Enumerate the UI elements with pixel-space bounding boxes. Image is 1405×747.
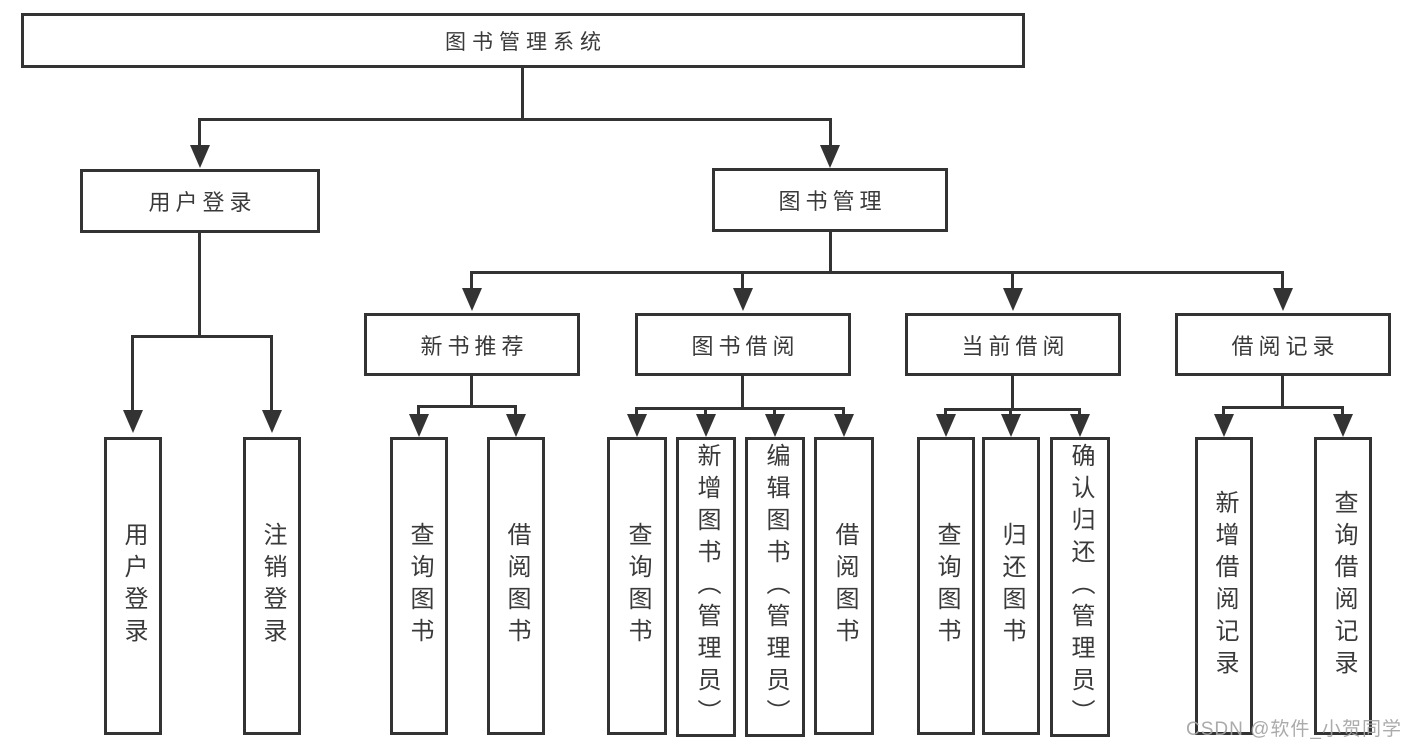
connector-line (842, 407, 845, 416)
leaf-current-confirm-return-admin: 确认归还（管理员） (1050, 437, 1110, 737)
connector-line (1281, 376, 1284, 408)
arrowhead-icon (627, 414, 647, 437)
leaf-borrow-add-book-admin-label: 新增图书（管理员） (693, 443, 720, 731)
leaf-logout: 注销登录 (243, 437, 301, 735)
arrowhead-icon (1273, 288, 1293, 311)
leaf-current-return-book-label: 归还图书 (998, 522, 1025, 650)
connector-line (829, 118, 832, 147)
connector-line (270, 335, 273, 411)
connector-line (1009, 408, 1012, 416)
leaf-borrow-edit-book-admin: 编辑图书（管理员） (745, 437, 805, 737)
connector-line (470, 376, 473, 407)
leaf-newbook-query-book: 查询图书 (390, 437, 448, 735)
arrowhead-icon (409, 414, 429, 437)
leaf-borrow-query-book-label: 查询图书 (624, 522, 651, 650)
leaf-borrow-add-book-admin: 新增图书（管理员） (676, 437, 736, 737)
connector-line (198, 118, 201, 147)
leaf-current-confirm-return-admin-label: 确认归还（管理员） (1067, 443, 1094, 731)
node-user-login: 用户登录 (80, 169, 320, 233)
leaf-records-query-record: 查询借阅记录 (1314, 437, 1372, 735)
connector-line (131, 335, 134, 411)
connector-line (741, 271, 744, 290)
arrowhead-icon (820, 145, 840, 168)
leaf-records-add-record: 新增借阅记录 (1195, 437, 1253, 735)
connector-line (773, 407, 776, 416)
leaf-newbook-query-book-label: 查询图书 (406, 522, 433, 650)
connector-line (1011, 271, 1014, 290)
arrowhead-icon (696, 414, 716, 437)
connector-line (417, 405, 517, 408)
connector-line (521, 68, 524, 121)
leaf-borrow-borrow-book: 借阅图书 (814, 437, 874, 735)
connector-line (944, 408, 947, 416)
leaf-newbook-borrow-book-label: 借阅图书 (503, 522, 530, 650)
connector-line (514, 405, 517, 416)
leaf-logout-label: 注销登录 (259, 522, 286, 650)
leaf-borrow-borrow-book-label: 借阅图书 (831, 522, 858, 650)
connector-line (741, 376, 744, 409)
leaf-records-query-record-label: 查询借阅记录 (1330, 490, 1357, 682)
node-book-management-label: 图书管理 (778, 189, 887, 214)
connector-line (1222, 406, 1344, 409)
connector-line (704, 407, 707, 416)
arrowhead-icon (733, 288, 753, 311)
connector-line (198, 233, 201, 337)
arrowhead-icon (1001, 414, 1021, 437)
csdn-watermark: CSDN @软件_小贺同学 (1186, 719, 1402, 740)
leaf-borrow-edit-book-admin-label: 编辑图书（管理员） (762, 443, 789, 731)
arrowhead-icon (462, 288, 482, 311)
leaf-current-return-book: 归还图书 (982, 437, 1040, 735)
connector-line (1281, 271, 1284, 290)
leaf-user-login-label: 用户登录 (120, 522, 147, 650)
arrowhead-icon (1214, 414, 1234, 437)
node-user-login-label: 用户登录 (148, 190, 257, 215)
connector-line (417, 405, 420, 416)
leaf-records-add-record-label: 新增借阅记录 (1211, 490, 1238, 682)
node-book-management: 图书管理 (712, 168, 948, 232)
connector-line (1011, 376, 1014, 410)
arrowhead-icon (936, 414, 956, 437)
arrowhead-icon (190, 145, 210, 168)
leaf-newbook-borrow-book: 借阅图书 (487, 437, 545, 735)
arrowhead-icon (123, 410, 143, 433)
arrowhead-icon (1333, 414, 1353, 437)
arrowhead-icon (262, 410, 282, 433)
connector-line (1078, 408, 1081, 416)
node-new-book-recommend: 新书推荐 (364, 313, 580, 376)
node-new-book-recommend-label: 新书推荐 (420, 333, 529, 359)
connector-line (829, 232, 832, 273)
arrowhead-icon (834, 414, 854, 437)
connector-line (1341, 406, 1344, 416)
arrowhead-icon (765, 414, 785, 437)
arrowhead-icon (1070, 414, 1090, 437)
connector-line (635, 407, 845, 410)
arrowhead-icon (506, 414, 526, 437)
arrowhead-icon (1003, 288, 1023, 311)
node-borrow-records: 借阅记录 (1175, 313, 1391, 376)
leaf-user-login: 用户登录 (104, 437, 162, 735)
leaf-current-query-book-label: 查询图书 (933, 522, 960, 650)
node-current-borrow: 当前借阅 (905, 313, 1121, 376)
connector-line (635, 407, 638, 416)
node-borrow-records-label: 借阅记录 (1231, 333, 1340, 359)
connector-line (470, 271, 1284, 274)
node-root: 图书管理系统 (21, 13, 1025, 68)
connector-line (470, 271, 473, 290)
connector-line (132, 335, 273, 338)
connector-line (1222, 406, 1225, 416)
node-book-borrow-label: 图书借阅 (691, 333, 800, 359)
leaf-borrow-query-book: 查询图书 (607, 437, 667, 735)
leaf-current-query-book: 查询图书 (917, 437, 975, 735)
connector-line (199, 118, 832, 121)
connector-line (944, 408, 1081, 411)
node-book-borrow: 图书借阅 (635, 313, 851, 376)
node-root-label: 图书管理系统 (445, 30, 607, 54)
node-current-borrow-label: 当前借阅 (961, 333, 1070, 359)
